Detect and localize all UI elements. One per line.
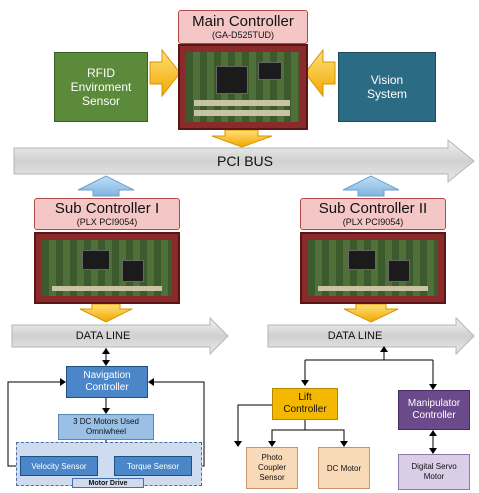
- torque-sensor-box: Torque Sensor: [114, 456, 192, 476]
- sub-controller-2-title: Sub Controller II: [318, 200, 428, 217]
- sub2-up-arrow: [342, 175, 400, 197]
- lift-controller-box: Lift Controller: [272, 388, 338, 420]
- pci-bus-label: PCI BUS: [216, 153, 273, 169]
- photo-coupler-sensor-box: Photo Coupler Sensor: [246, 447, 298, 489]
- navigation-controller-label: Navigation Controller: [83, 370, 131, 393]
- main-controller-box: Main Controller (GA-D525TUD): [178, 10, 308, 44]
- main-controller-subtitle: (GA-D525TUD): [211, 30, 274, 40]
- photo-coupler-sensor-label: Photo Coupler Sensor: [257, 453, 286, 482]
- manipulator-controller-box: Manipulator Controller: [398, 390, 470, 430]
- dataline2-arrow: [267, 316, 475, 356]
- dc-motor-box: DC Motor: [318, 447, 370, 489]
- torque-sensor-label: Torque Sensor: [126, 461, 180, 471]
- main-down-arrow: [211, 129, 273, 148]
- dc-motors-box: 3 DC Motors Used Omniwheel: [58, 414, 154, 440]
- sub-controller-1-box: Sub Controller I (PLX PCI9054): [34, 198, 180, 230]
- main-controller-photo: [178, 44, 308, 130]
- sub-controller-1-photo: [34, 232, 180, 304]
- digital-servo-motor-label: Digital Servo Motor: [411, 462, 457, 481]
- motor-drive-label: Motor Drive: [72, 478, 144, 488]
- sub1-down-arrow: [79, 303, 133, 323]
- sub-controller-2-subtitle: (PLX PCI9054): [342, 217, 404, 227]
- vision-arrow: [304, 48, 336, 98]
- rfid-arrow: [149, 48, 181, 98]
- main-controller-title: Main Controller: [192, 13, 294, 30]
- dc-motor-label: DC Motor: [326, 463, 362, 473]
- velocity-sensor-label: Velocity Sensor: [31, 461, 87, 471]
- digital-servo-motor-box: Digital Servo Motor: [398, 454, 470, 490]
- sub-controller-1-title: Sub Controller I: [54, 200, 160, 217]
- pci-bus-arrow: [13, 138, 475, 184]
- vision-system-label: Vision System: [366, 73, 407, 101]
- dataline1-arrow: [11, 316, 229, 356]
- rfid-sensor-label: RFID Enviroment Sensor: [70, 66, 132, 108]
- manipulator-controller-label: Manipulator Controller: [407, 398, 461, 421]
- sub2-down-arrow: [343, 303, 399, 323]
- sub-controller-2-box: Sub Controller II (PLX PCI9054): [300, 198, 446, 230]
- sub-controller-2-photo: [300, 232, 446, 304]
- rfid-sensor-box: RFID Enviroment Sensor: [54, 52, 148, 122]
- navigation-controller-box: Navigation Controller: [66, 366, 148, 398]
- velocity-sensor-box: Velocity Sensor: [20, 456, 98, 476]
- data-line-2-label: DATA LINE: [327, 330, 383, 342]
- sub-controller-1-subtitle: (PLX PCI9054): [76, 217, 138, 227]
- vision-system-box: Vision System: [338, 52, 436, 122]
- lift-controller-label: Lift Controller: [283, 392, 327, 415]
- dc-motors-label: 3 DC Motors Used Omniwheel: [73, 417, 139, 436]
- data-line-1-label: DATA LINE: [75, 330, 131, 342]
- sub1-up-arrow: [77, 175, 135, 197]
